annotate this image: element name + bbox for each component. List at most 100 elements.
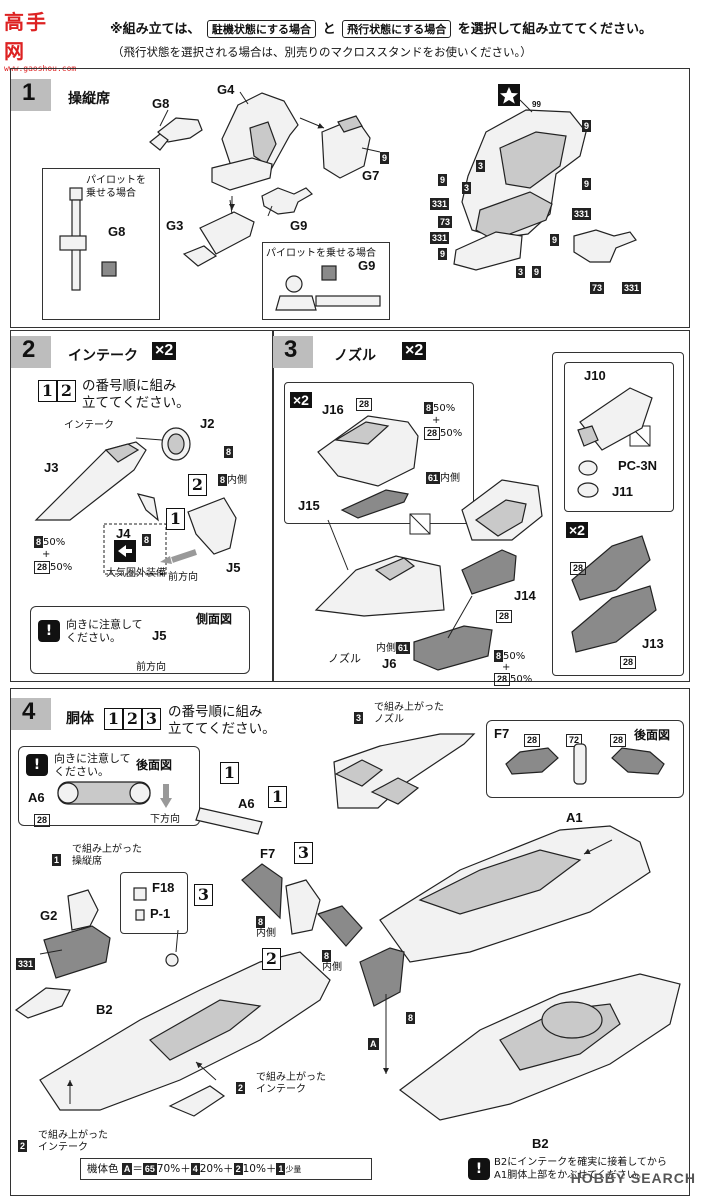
- order-1-b: 1: [268, 786, 287, 808]
- label-f7-rear: F7: [494, 726, 510, 741]
- from-step2-text: で組み上がったインテーク: [256, 1072, 326, 1095]
- code-3-a: 3: [476, 160, 486, 172]
- code-28-rear-a: 28: [524, 728, 541, 747]
- step3-number: 3: [284, 336, 298, 363]
- stand-note: （飛行状態を選択される場合は、別売りのマクロススタンドをお使いください。）: [112, 45, 532, 59]
- code-3-b: 3: [462, 182, 472, 194]
- code-g7: 9: [380, 152, 390, 164]
- code-73-a: 73: [438, 216, 453, 228]
- label-g9: G9: [290, 218, 308, 233]
- label-g9-pilot: G9: [358, 258, 376, 273]
- order-1-a6: 1: [220, 762, 239, 784]
- code-9-a: 9: [582, 120, 592, 132]
- from-step1-text: で組み上がった操縦席: [72, 844, 142, 867]
- code-331-d: 331: [622, 282, 642, 294]
- code-28-j16: 28: [356, 392, 373, 411]
- pilot-box-text: パイロットを乗せる場合: [86, 175, 146, 199]
- step2-intake-label: インテーク: [64, 420, 114, 431]
- label-j4: J4: [116, 526, 131, 541]
- code-28-j13b: 28: [620, 650, 637, 669]
- code-28-j14: 28: [496, 604, 513, 623]
- nozzle-top-box: [284, 382, 474, 524]
- step1-ref: 1: [52, 854, 62, 866]
- label-f7: F7: [260, 846, 276, 861]
- label-j10: J10: [584, 368, 606, 383]
- label-j2: J2: [200, 416, 215, 431]
- code-9-c: 9: [582, 178, 592, 190]
- step2-ref-b: 2: [18, 1140, 28, 1152]
- step4-bar: [11, 698, 51, 730]
- code-28-a6: 28: [34, 808, 51, 827]
- f18-box: [120, 872, 188, 934]
- step3-bar: [273, 336, 313, 368]
- step2-order-text: の番号順に組み立ててください。: [82, 378, 190, 411]
- label-g8-pilot: G8: [108, 224, 126, 239]
- rear-view-label: 後面図: [136, 758, 173, 772]
- label-g3: G3: [166, 218, 184, 233]
- label-pc3n: PC-3N: [618, 458, 658, 473]
- warning-icon: !: [38, 620, 60, 642]
- step2-note-text: 向きに注意してください。: [66, 618, 143, 644]
- code-28-rear-b: 28: [610, 728, 627, 747]
- step3-title: ノズル: [334, 348, 376, 364]
- label-j5-side: J5: [152, 628, 167, 643]
- label-j5: J5: [226, 560, 241, 575]
- order-2-marker: 2: [188, 474, 207, 496]
- label-a-part: A: [368, 1038, 379, 1050]
- forward-label-side: 前方向: [136, 662, 166, 673]
- from-step3-text: で組み上がったノズル: [374, 702, 444, 725]
- step3-multiplier: ×2: [402, 342, 427, 360]
- option-ground-tag: 駐機状態にする場合: [206, 20, 317, 38]
- label-g2: G2: [40, 908, 58, 923]
- label-g4: G4: [217, 82, 235, 97]
- pilot-box-bottom: [262, 242, 390, 320]
- step1-panel: [10, 68, 690, 328]
- label-a1: A1: [566, 810, 583, 825]
- code-3-c: 3: [516, 266, 526, 278]
- rear-view-label-2: 後面図: [634, 728, 671, 742]
- step1-title: 操縦席: [68, 91, 110, 107]
- code-8-j4: 8: [142, 534, 152, 546]
- step2-ref: 2: [236, 1082, 246, 1094]
- label-j15: J15: [298, 498, 320, 513]
- step1-number: 1: [22, 79, 36, 106]
- code-331-g2: 331: [16, 958, 36, 970]
- step2-panel: [10, 330, 274, 682]
- label-b2: B2: [96, 1002, 113, 1017]
- label-j14: J14: [514, 588, 536, 603]
- downward-label: 下方向: [150, 814, 180, 825]
- code-9-f: 9: [532, 266, 542, 278]
- option-flight-tag: 飛行状態にする場合: [342, 20, 452, 38]
- step1-diagram: [59, 84, 637, 311]
- assembly-instruction: ※組み立ては、 駐機状態にする場合 と 飛行状態にする場合 を選択して組み立てて…: [110, 20, 652, 38]
- label-g7: G7: [362, 168, 380, 183]
- step4-title: 胴体: [66, 711, 94, 727]
- label-b2-right: B2: [532, 1136, 549, 1151]
- code-331-c: 331: [430, 232, 450, 244]
- label-a6: A6: [238, 796, 255, 811]
- step4-order-text: の番号順に組み立ててください。: [168, 704, 276, 737]
- side-view-label: 側面図: [196, 612, 233, 626]
- step4-note-text: 向きに注意してください。: [54, 752, 131, 778]
- watermark: HOBBY SEARCH: [570, 1170, 696, 1186]
- order-2-b2: 2: [262, 948, 281, 970]
- label-j13: J13: [642, 636, 664, 651]
- step2-bar: [11, 336, 51, 368]
- code-331-a: 331: [430, 198, 450, 210]
- pilot-box-bottom-text: パイロットを乗せる場合: [266, 248, 376, 259]
- nozzle-right-multiplier: ×2: [566, 522, 588, 538]
- order-3-f18: 3: [194, 884, 213, 906]
- label-f18: F18: [152, 880, 175, 895]
- code-331-b: 331: [572, 208, 592, 220]
- pilot-box-left: [42, 168, 160, 320]
- label-j6: J6: [382, 656, 397, 671]
